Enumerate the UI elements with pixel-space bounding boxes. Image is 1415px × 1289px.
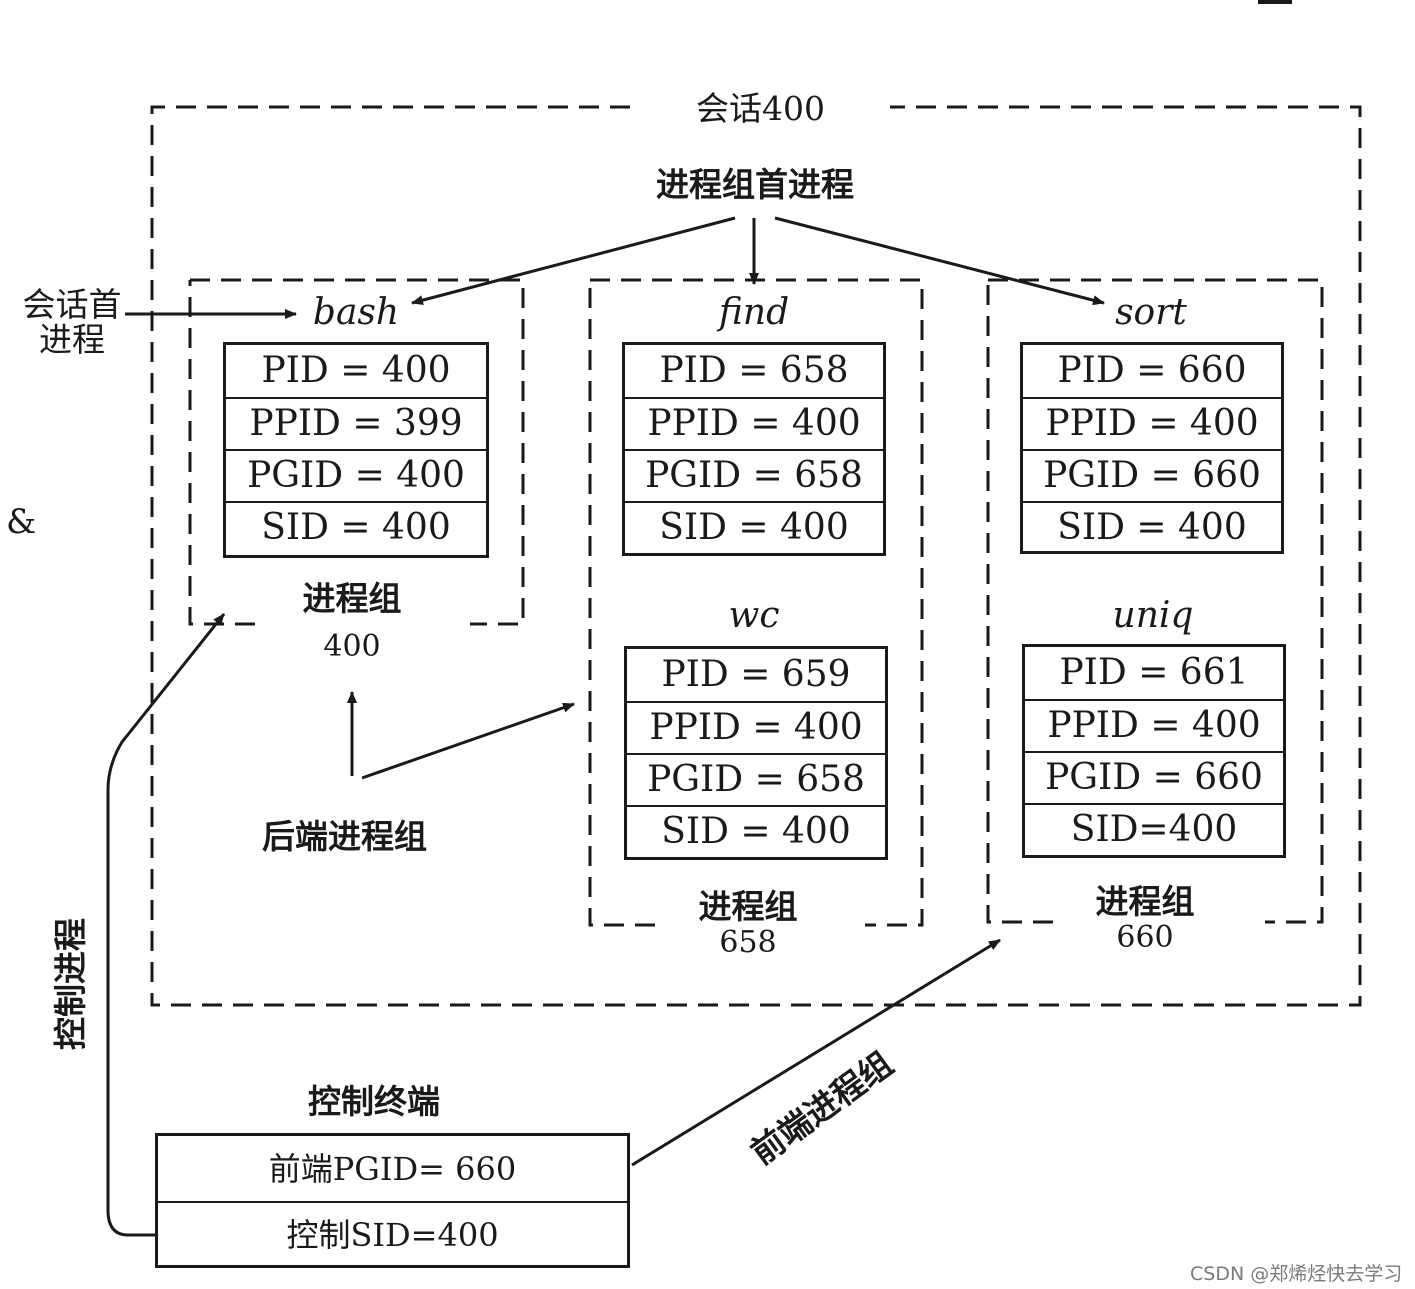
controlling-terminal-label: 控制终端 — [308, 1082, 440, 1121]
controlling-terminal-table: 前端PGID= 660 控制SID=400 — [155, 1133, 630, 1268]
arrow-to-sort — [774, 216, 1105, 306]
table-row: PGID = 658 — [625, 449, 883, 501]
terminal-foreground-pgid: 前端PGID= 660 — [268, 1149, 517, 1188]
table-row: PPID = 400 — [625, 397, 883, 449]
table-row: PGID = 658 — [627, 753, 885, 805]
group-400-box — [188, 278, 525, 626]
background-groups-label: 后端进程组 — [262, 817, 427, 856]
process-name-wc: wc — [728, 595, 780, 636]
table-row: PPID = 399 — [226, 397, 486, 449]
process-name-find: find — [718, 292, 790, 333]
process-table-sort: PID = 660 PPID = 400 PGID = 660 SID = 40… — [1020, 342, 1284, 554]
process-name-bash: bash — [312, 292, 400, 333]
table-row: PID = 661 — [1059, 652, 1249, 693]
session-leader-label: 会话首 进程 — [22, 285, 122, 359]
process-table-find: PID = 658 PPID = 400 PGID = 658 SID = 40… — [622, 342, 886, 556]
process-name-uniq: uniq — [1112, 595, 1194, 636]
watermark-text: CSDN @郑烯烃快去学习 — [1190, 1263, 1403, 1285]
arrow-bg-right — [361, 702, 575, 780]
process-table-uniq: PID = 661 PPID = 400 PGID = 660 SID=400 — [1022, 644, 1286, 858]
group-id-660: 660 — [1116, 920, 1174, 955]
table-row: PID = 658 — [659, 350, 849, 391]
process-table-bash: PID = 400 PPID = 399 PGID = 400 SID = 40… — [223, 342, 489, 558]
session-label: 会话400 — [696, 89, 825, 128]
table-row: PGID = 400 — [226, 449, 486, 501]
table-row: SID = 400 — [1023, 501, 1281, 553]
arrow-foreground — [631, 938, 1001, 1167]
table-row: PGID = 660 — [1023, 449, 1281, 501]
arrow-controlling-process — [106, 613, 226, 1237]
table-row: SID = 400 — [627, 805, 885, 857]
table-row: PID = 659 — [661, 654, 851, 695]
table-row: PPID = 400 — [1025, 699, 1283, 751]
group-id-400: 400 — [323, 629, 381, 664]
controlling-process-label: 控制进程 — [51, 918, 90, 1050]
table-row: SID = 400 — [625, 501, 883, 553]
ampersand: & — [6, 502, 37, 542]
table-row: SID=400 — [1025, 803, 1283, 855]
group-660-box — [986, 278, 1324, 924]
group-label-658: 进程组 — [698, 887, 798, 926]
process-table-wc: PID = 659 PPID = 400 PGID = 658 SID = 40… — [624, 646, 888, 860]
table-row: PPID = 400 — [1023, 397, 1281, 449]
arrow-to-bash — [411, 216, 736, 306]
table-row: PPID = 400 — [627, 701, 885, 753]
table-row: PID = 400 — [261, 350, 451, 391]
table-row: PID = 660 — [1057, 350, 1247, 391]
edge-mark — [1258, 0, 1292, 4]
terminal-control-sid: 控制SID=400 — [158, 1201, 627, 1266]
process-name-sort: sort — [1115, 292, 1187, 333]
table-row: SID = 400 — [226, 501, 486, 553]
table-row: PGID = 660 — [1025, 751, 1283, 803]
group-label-400: 进程组 — [302, 579, 402, 618]
group-leader-label: 进程组首进程 — [656, 165, 854, 204]
group-label-660: 进程组 — [1095, 882, 1195, 921]
group-id-658: 658 — [719, 925, 777, 960]
